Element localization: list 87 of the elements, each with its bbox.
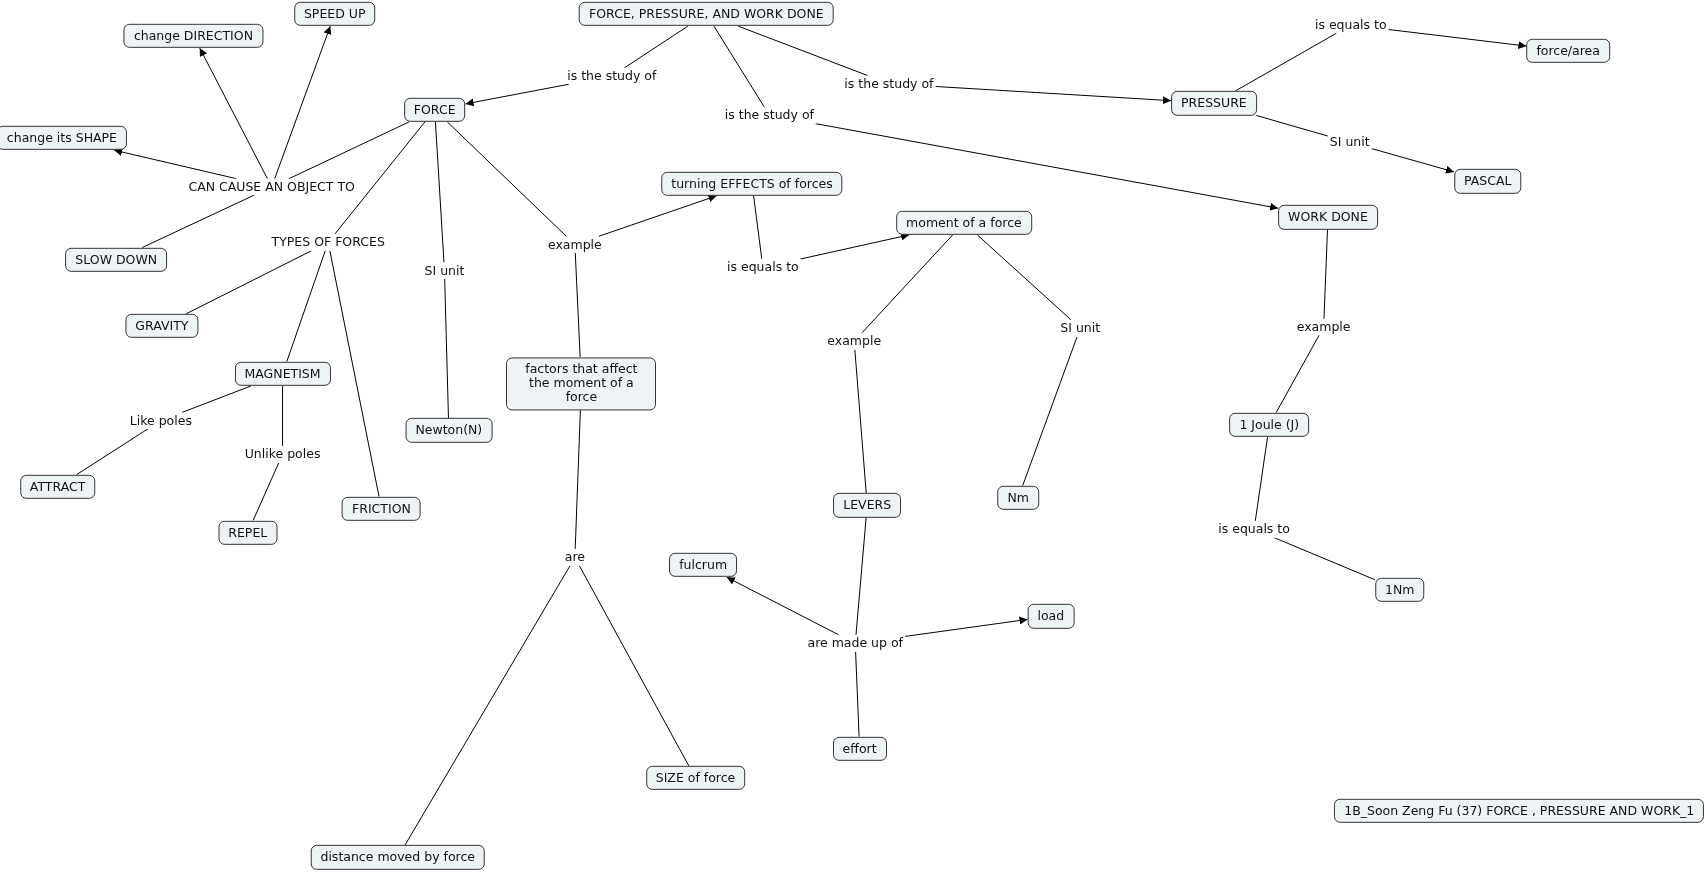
arrow <box>199 47 268 180</box>
connector-line <box>76 428 149 476</box>
concept-box: 1 Joule (J) <box>1229 412 1310 438</box>
arrow <box>465 83 570 107</box>
connector-line <box>334 121 426 235</box>
concept-box: 1B_Soon Zeng Fu (37) FORCE , PRESSURE AND WORK_1 <box>1334 798 1704 823</box>
concept-box: moment of a force <box>896 210 1032 235</box>
connector-line <box>185 250 313 315</box>
concept-box: REPEL <box>218 520 278 545</box>
concept-box: load <box>1027 604 1075 629</box>
connector-line <box>286 250 326 363</box>
concept-box: Newton(N) <box>405 418 493 443</box>
concept-box: FORCE <box>403 97 466 122</box>
concept-box: PRESSURE <box>1171 91 1257 116</box>
arrow <box>935 86 1172 105</box>
concept-box: ATTRACT <box>19 474 96 500</box>
connector-line <box>713 25 765 108</box>
arrow <box>1388 29 1527 50</box>
connector-line <box>854 348 867 494</box>
linking-phrase: example <box>825 333 884 350</box>
concept-box: PASCAL <box>1454 169 1522 194</box>
connector-line <box>753 195 763 260</box>
concept-box: change its SHAPE <box>0 125 127 151</box>
linking-phrase: are <box>562 549 587 566</box>
connector-line <box>1273 536 1376 581</box>
connector-line <box>855 651 860 738</box>
connector-line <box>574 409 581 550</box>
connector-line <box>288 121 410 180</box>
linking-phrase: Unlike poles <box>242 446 323 463</box>
concept-box: distance moved by force <box>310 845 485 870</box>
arrow <box>726 576 840 636</box>
arrow <box>598 194 718 237</box>
concept-box: WORK DONE <box>1278 205 1378 230</box>
concept-box: LEVERS <box>833 493 902 518</box>
linking-phrase: example <box>545 236 604 253</box>
linking-phrase: is the study of <box>565 67 659 85</box>
connector-line <box>329 250 380 497</box>
connector-line <box>737 25 868 76</box>
connector-line <box>855 517 867 636</box>
linking-phrase: TYPES OF FORCES <box>269 234 387 251</box>
linking-phrase: SI unit <box>422 262 467 279</box>
connector-line <box>623 25 689 69</box>
connector-line <box>404 565 571 846</box>
linking-phrase: Like poles <box>127 412 194 429</box>
concept-box: turning EFFECTS of forces <box>661 171 843 196</box>
concept-box: Nm <box>997 485 1040 510</box>
connector-line <box>861 234 954 334</box>
connector-line <box>141 194 255 249</box>
connector-line <box>181 385 252 413</box>
connector-line <box>574 252 581 358</box>
connector-line <box>1255 114 1329 137</box>
arrow <box>274 25 332 180</box>
connector-line <box>1022 335 1078 487</box>
concept-box: SLOW DOWN <box>65 247 168 272</box>
arrow <box>904 616 1028 637</box>
concept-box: SPEED UP <box>293 1 376 27</box>
linking-phrase: is the study of <box>722 107 816 124</box>
concept-box: change DIRECTION <box>123 23 263 49</box>
connector-line <box>1234 32 1337 92</box>
connector-line <box>444 278 449 419</box>
linking-phrase: is equals to <box>1216 521 1292 538</box>
linking-phrase: are made up of <box>805 635 905 652</box>
concept-box: fulcrum <box>669 552 738 578</box>
connector-line <box>282 385 284 447</box>
concept-box: GRAVITY <box>125 313 199 339</box>
connector-line <box>252 461 280 521</box>
linking-phrase: SI unit <box>1327 134 1372 151</box>
connector-line <box>434 121 445 263</box>
concept-box: 1Nm <box>1374 577 1425 603</box>
concept-box: force/area <box>1526 38 1610 64</box>
concept-box: SIZE of force <box>645 765 746 791</box>
linking-phrase: CAN CAUSE AN OBJECT TO <box>186 178 357 196</box>
concept-box: FORCE, PRESSURE, AND WORK DONE <box>579 1 834 27</box>
concept-box: FRICTION <box>342 496 421 521</box>
concept-box: MAGNETISM <box>234 361 331 386</box>
connector-line <box>1275 334 1320 414</box>
connector-line <box>976 234 1072 321</box>
arrow <box>1371 148 1455 174</box>
concept-box: factors that affect the moment of a force <box>506 357 657 411</box>
linking-phrase: is the study of <box>842 75 936 92</box>
linking-phrase: is equals to <box>725 259 801 276</box>
connector-line <box>446 121 567 237</box>
connector-line <box>1323 229 1328 320</box>
connector-line <box>1254 436 1268 522</box>
connector-line <box>578 565 690 767</box>
concept-box: effort <box>832 736 887 761</box>
linking-phrase: example <box>1294 318 1353 336</box>
